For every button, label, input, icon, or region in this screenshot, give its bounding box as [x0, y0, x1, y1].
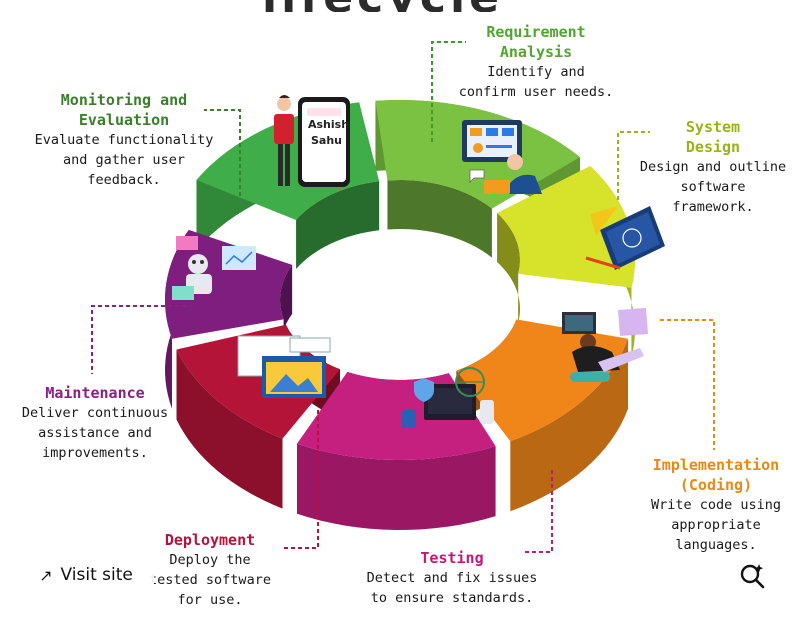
stage-implementation-desc1: Write code using [650, 497, 782, 513]
stage-design-desc3: framework. [672, 199, 754, 215]
stage-deployment-desc2: tested software [149, 572, 271, 588]
stage-maintenance-title1: Maintenance [45, 384, 145, 402]
stage-maintenance-desc1: Deliver continuous [21, 405, 169, 421]
monitoring-illustration [274, 95, 350, 187]
diagram-title-partial: lifecycle [262, 0, 542, 12]
stage-illustrations [172, 95, 665, 428]
design-illustration [585, 206, 665, 270]
phone-card-line2: Sahu [311, 134, 342, 147]
stage-monitoring-desc1: Evaluate functionality [34, 132, 214, 148]
wheel-segments [165, 100, 635, 530]
segment-requirement-inner-wall [387, 180, 492, 258]
stage-deployment-title1: Deployment [164, 531, 256, 549]
stage-design: System Design Design and outline softwar… [630, 117, 796, 217]
visit-site-label: Visit site [60, 565, 133, 585]
stage-testing-desc2: to ensure standards. [370, 590, 534, 606]
stage-monitoring-title2: Evaluation [78, 111, 170, 129]
maintenance-illustration [172, 236, 256, 300]
implementation-illustration [562, 308, 648, 382]
connector-requirement [431, 41, 466, 142]
stage-requirement-desc1: Identify and [487, 64, 585, 80]
visual-search-icon [740, 564, 765, 589]
arrow-up-right-icon: ↗ [39, 565, 53, 585]
stage-monitoring-title1: Monitoring and [60, 91, 188, 109]
segment-design-inner-wall [497, 212, 520, 323]
visual-search-button[interactable] [728, 552, 776, 600]
stage-implementation-title2: (Coding) [679, 476, 753, 494]
connector-implementation [660, 319, 715, 450]
stage-deployment: Deployment Deploy the tested software fo… [140, 530, 280, 610]
stage-requirement-title1: Requirement [486, 23, 586, 41]
testing-illustration [402, 367, 494, 428]
stage-requirement-desc2: confirm user needs. [458, 84, 614, 100]
visit-site-button[interactable]: ↗ Visit site [18, 551, 154, 599]
stage-testing-title1: Testing [420, 549, 484, 567]
stage-implementation-title1: Implementation [652, 456, 780, 474]
stage-maintenance-desc2: assistance and [38, 425, 152, 441]
stage-implementation-desc3: languages. [675, 537, 757, 553]
segment-monitoring-inner-wall [296, 181, 380, 269]
stage-design-desc2: software [680, 179, 746, 195]
segment-design-top [497, 165, 635, 288]
stage-design-title2: Design [685, 138, 741, 156]
connector-testing [522, 470, 553, 553]
stage-requirement: Requirement Analysis Identify and confir… [446, 22, 626, 102]
stage-monitoring-desc2: and gather user [63, 152, 185, 168]
dashed-connectors [91, 41, 715, 553]
stage-design-title1: System [685, 118, 741, 136]
phone-card-line1: Ashish [308, 118, 349, 131]
segment-testing-wall [296, 443, 496, 530]
segment-deployment-wall [176, 349, 283, 509]
connector-deployment [282, 410, 319, 549]
segment-implementation-wall [510, 338, 629, 512]
stage-monitoring-desc3: feedback. [87, 172, 161, 188]
connector-design [617, 131, 650, 200]
stage-maintenance: Maintenance Deliver continuous assistanc… [10, 383, 180, 463]
stage-design-desc1: Design and outline [639, 159, 787, 175]
stage-testing: Testing Detect and fix issues to ensure … [352, 548, 552, 608]
requirement-illustration [462, 120, 542, 194]
stage-testing-desc1: Detect and fix issues [366, 570, 538, 586]
connector-maintenance [91, 305, 186, 374]
connector-monitoring [204, 109, 241, 196]
deployment-illustration [237, 335, 331, 398]
stage-deployment-desc1: Deploy the [169, 552, 251, 568]
stage-requirement-title2: Analysis [499, 43, 573, 61]
stage-monitoring: Monitoring and Evaluation Evaluate funct… [28, 90, 220, 190]
stage-maintenance-desc3: improvements. [42, 445, 148, 461]
stage-implementation: Implementation (Coding) Write code using… [634, 455, 798, 555]
stage-deployment-desc3: for use. [177, 592, 243, 608]
stage-implementation-desc2: appropriate [671, 517, 761, 533]
